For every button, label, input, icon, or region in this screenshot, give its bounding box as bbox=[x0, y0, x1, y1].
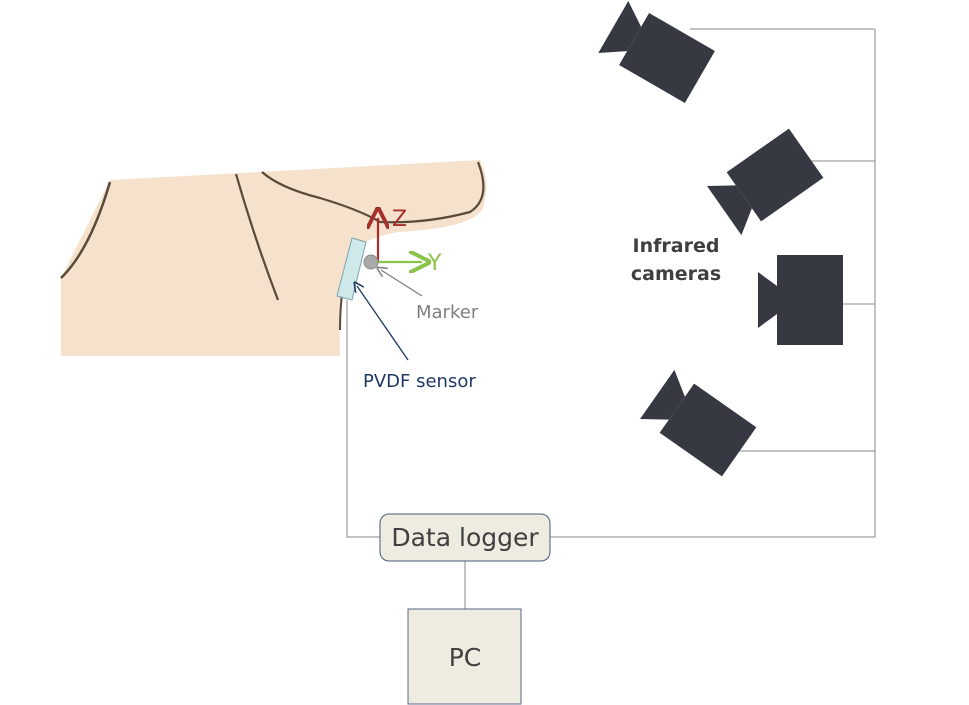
neck-crease-line bbox=[234, 173, 280, 301]
pc-box bbox=[407, 608, 522, 705]
pvdf-sensor-icon bbox=[336, 237, 367, 301]
wire-camera-bus bbox=[550, 29, 876, 538]
camera-icon bbox=[758, 255, 843, 345]
marker-label: Marker bbox=[416, 302, 479, 323]
data-logger-label: Data logger bbox=[391, 523, 539, 552]
marker-dot-icon bbox=[363, 254, 379, 270]
infrared-cameras-label-line1: Infrared bbox=[633, 235, 720, 257]
skin-illustration bbox=[60, 160, 487, 356]
pvdf-sensor-label: PVDF sensor bbox=[363, 371, 476, 392]
wiring bbox=[346, 28, 876, 609]
data-logger-box bbox=[379, 513, 551, 562]
camera-icon bbox=[640, 369, 757, 477]
camera-icon bbox=[598, 1, 715, 103]
wire-sensor-to-logger bbox=[346, 300, 380, 538]
z-axis-label: Z bbox=[392, 207, 407, 232]
pvdf-pointer-arrow bbox=[357, 286, 409, 361]
infrared-cameras-label-line2: cameras bbox=[631, 263, 721, 285]
skin-top-outline bbox=[60, 181, 112, 279]
marker-pointer-arrow bbox=[381, 270, 423, 297]
pc-label: PC bbox=[449, 643, 482, 672]
camera-icon bbox=[707, 128, 824, 236]
skin-shape bbox=[61, 160, 487, 356]
y-axis-label: Y bbox=[427, 251, 442, 276]
